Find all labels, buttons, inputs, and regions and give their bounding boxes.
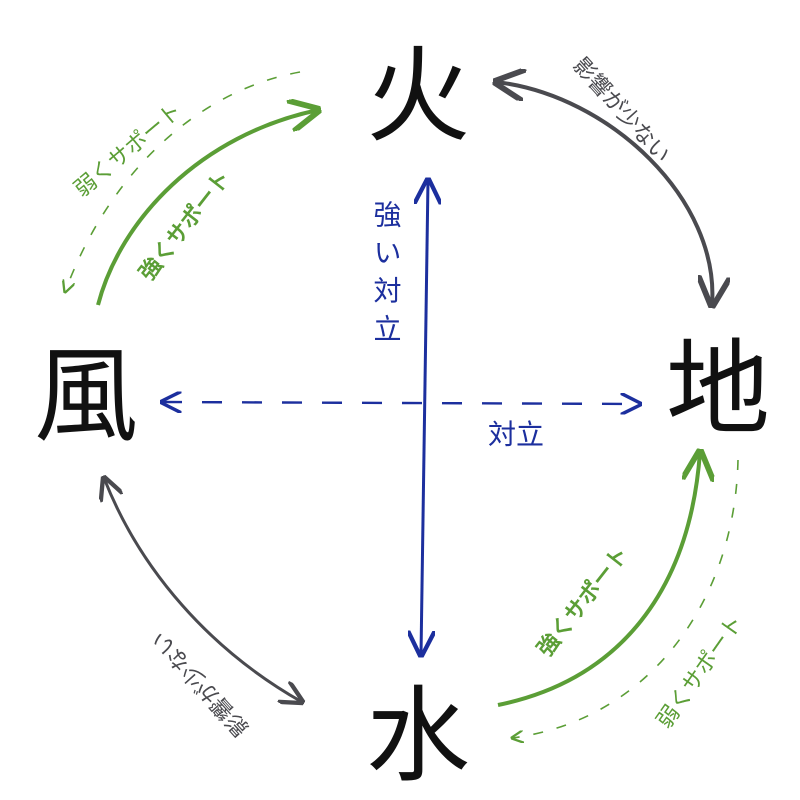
wind-label: 風: [34, 335, 138, 457]
fire-water-opposition-arrow: [421, 180, 428, 655]
fire-earth-influence-arrow: [496, 82, 712, 305]
lower-left-influence-label: 影響が少ない: [148, 626, 255, 741]
wind-earth-opposition-arrow: [162, 402, 640, 404]
earth-water-weak-support-arrow: [512, 459, 739, 738]
wind-fire-strong-support-arrow: [96, 110, 318, 306]
water-label: 水: [366, 675, 470, 797]
water-earth-strong-support-arrow: [497, 452, 700, 707]
lower-right-weak-support-label: 弱くサポート: [652, 611, 748, 733]
wind-water-influence-arrow: [104, 478, 302, 702]
upper-left-strong-support-label: 強くサポート: [134, 166, 236, 286]
fire-label: 火: [366, 35, 470, 157]
earth-label: 地: [666, 328, 770, 450]
strong-opposition-label: 強い対立: [370, 200, 403, 352]
opposition-label: 対立: [488, 418, 544, 451]
